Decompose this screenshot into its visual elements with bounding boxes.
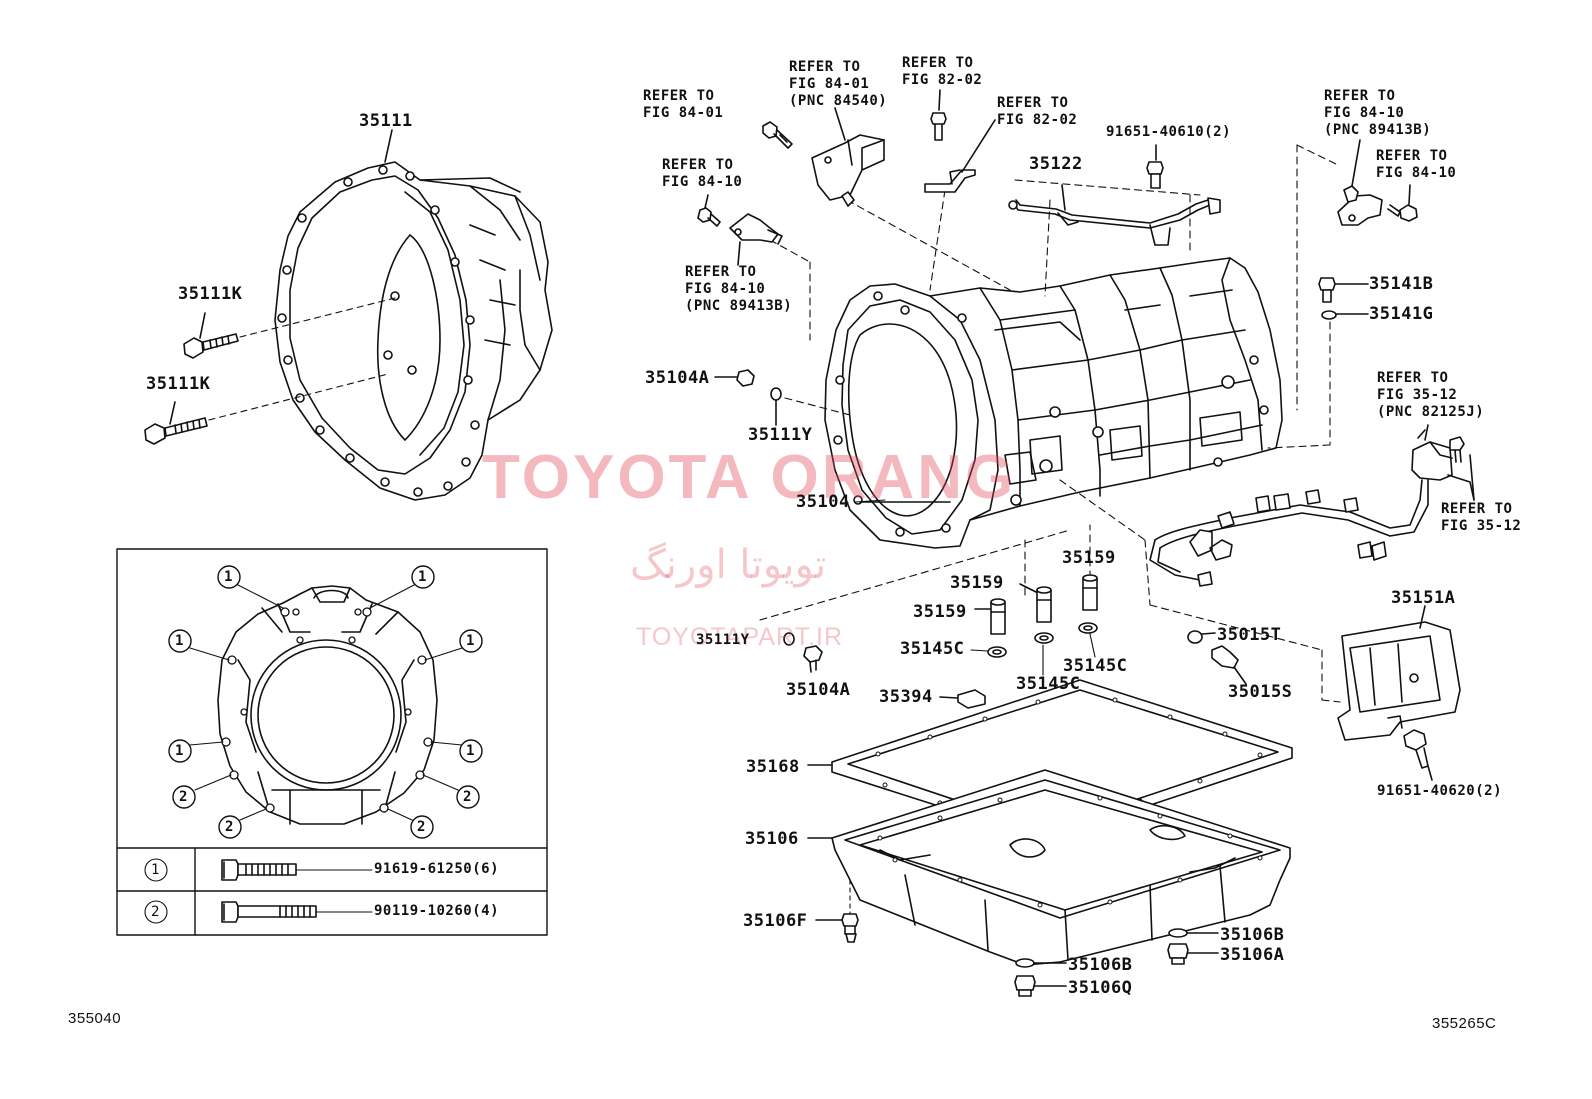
table-row-2-marker: 2 [151,904,160,920]
label-35141b: 35141B [1369,274,1434,294]
watermark-brand: TOYOTA ORANG [482,443,1017,512]
bolt-refer-82-02 [930,89,947,141]
bolt-35106f [815,913,859,943]
callout-1: 1 [418,569,427,585]
bolt-refer-84-01 [762,121,793,149]
bolt-91651-40620 [1403,729,1433,781]
label-35111k-lower: 35111K [146,374,211,394]
o-ring-35015t [1187,630,1216,644]
table-row-2-part: 90119-10260(4) [374,903,500,919]
callout-2: 2 [463,789,472,805]
label-35111y-top: 35111Y [748,425,813,445]
sensor-89413b-left [697,194,783,266]
label-35015s: 35015S [1228,682,1293,702]
label-91651-40610: 91651-40610(2) [1106,124,1232,140]
label-35015t: 35015T [1217,625,1282,645]
bolt-35141b [1318,277,1369,303]
label-35106b-right: 35106B [1220,925,1285,945]
refer-fig-84-01-pnc: REFER TO FIG 84-01 (PNC 84540) [789,59,888,109]
bolt-91651-40610 [1146,144,1164,189]
callout-2: 2 [417,819,426,835]
callout-2: 2 [179,789,188,805]
label-35122: 35122 [1029,154,1083,174]
label-35104: 35104 [796,492,850,512]
valve-35159-a [974,598,1006,635]
label-35111k-upper: 35111K [178,284,243,304]
watermark-persian: تویوتا اورنگ [630,542,827,588]
refer-fig-35-12-bolt: REFER TO FIG 35-12 [1441,501,1522,534]
plug-35015s [1211,645,1247,685]
inset-bolt-type-1 [221,859,373,881]
label-91651-40620: 91651-40620(2) [1377,783,1503,799]
plug-35104a-bottom [803,645,823,673]
label-35106: 35106 [745,829,799,849]
bell-housing-35111 [274,129,553,501]
plug-35106a [1167,943,1219,965]
washer-35141g [1321,310,1369,320]
bolt-refer-35-12 [1449,436,1475,501]
callout-1: 1 [175,633,184,649]
watermark-site: TOYOTAPART.IR [636,623,844,651]
callout-1: 1 [175,743,184,759]
bolt-35111k-lower [144,373,389,445]
valve-35159-b [1019,583,1052,623]
figure-code-left: 355040 [68,1010,122,1027]
label-35106a: 35106A [1220,945,1285,965]
inset-bolt-diagram [116,548,548,936]
plug-35106q [1014,975,1067,997]
label-35145c-a: 35145C [900,639,965,659]
callout-2: 2 [225,819,234,835]
plug-35104a-top [714,369,755,387]
label-35151a: 35151A [1391,588,1456,608]
refer-fig-84-10-bolt-right: REFER TO FIG 84-10 [1376,148,1457,181]
label-35106q: 35106Q [1068,978,1133,998]
oil-pan-35106 [807,769,1291,966]
label-35159-a: 35159 [913,602,967,622]
oil-pipe-35122 [1008,184,1221,246]
refer-fig-84-10-sensor-right: REFER TO FIG 84-10 (PNC 89413B) [1324,88,1432,138]
inset-bolt-type-2 [221,901,373,923]
refer-fig-35-12-sensor: REFER TO FIG 35-12 (PNC 82125J) [1377,370,1485,420]
sensor-89413b-right [1337,139,1383,226]
speed-sensor-84540 [811,107,885,207]
callout-1: 1 [224,569,233,585]
cover-35151a [1337,605,1461,741]
label-35106f: 35106F [743,911,808,931]
label-35145c-b: 35145C [1016,674,1081,694]
label-35111y-bottom: 35111Y [696,632,750,648]
label-35145c-c: 35145C [1063,656,1128,676]
washers-35145c [987,622,1098,658]
label-35104a-top: 35104A [645,368,710,388]
callout-1: 1 [466,743,475,759]
refer-fig-84-10-sensor-left: REFER TO FIG 84-10 (PNC 89413B) [685,264,793,314]
table-row-1-part: 91619-61250(6) [374,861,500,877]
magnet-35394 [939,689,986,709]
figure-code-right: 355265C [1432,1015,1497,1032]
bracket-82-02 [924,119,996,193]
valve-35159-c [1082,574,1098,611]
bolt-35111k-upper [183,297,396,359]
refer-fig-82-02-bolt: REFER TO FIG 82-02 [902,55,983,88]
transmission-case-35104 [824,257,1283,549]
washer-35106b-left [1015,958,1067,968]
label-35159-c: 35159 [1062,548,1116,568]
label-35168: 35168 [746,757,800,777]
washer-35106b-right [1168,928,1219,938]
refer-fig-82-02-bracket: REFER TO FIG 82-02 [997,95,1078,128]
refer-fig-84-01-bolt: REFER TO FIG 84-01 [643,88,724,121]
label-35104a-bottom: 35104A [786,680,851,700]
o-ring-35111y-bottom [783,632,795,646]
table-row-1-marker: 1 [151,862,160,878]
bolt-refer-84-10-right [1387,184,1418,222]
label-35106b-left: 35106B [1068,955,1133,975]
o-ring-35111y-top [770,387,782,426]
label-35111: 35111 [359,111,413,131]
callout-1: 1 [466,633,475,649]
refer-fig-84-10-bolt-left: REFER TO FIG 84-10 [662,157,743,190]
label-35394: 35394 [879,687,933,707]
label-35159-b: 35159 [950,573,1004,593]
label-35141g: 35141G [1369,304,1434,324]
